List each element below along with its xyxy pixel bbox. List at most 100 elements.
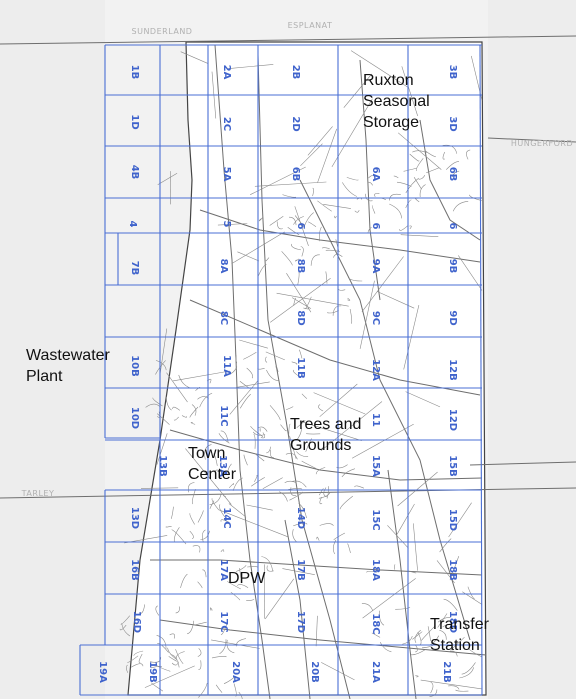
facility-label-line: Wastewater (26, 347, 110, 364)
local-street (218, 509, 289, 538)
local-street (190, 422, 196, 425)
local-street (220, 549, 225, 552)
local-street (269, 215, 284, 226)
local-street (303, 212, 314, 228)
grid-tile-label: 19B (147, 661, 158, 683)
local-street (379, 641, 392, 653)
local-street (455, 689, 469, 692)
grid-tile-label: 2D (290, 116, 301, 131)
local-street (347, 543, 351, 553)
local-street (282, 568, 315, 575)
grid-tile-label: 5 (221, 221, 232, 228)
local-street (175, 651, 185, 659)
facility-label-trees: Trees and Grounds (290, 414, 361, 456)
local-street (192, 488, 196, 505)
local-street (400, 234, 439, 237)
grid-tile-label: 21A (370, 661, 381, 683)
grid-tile-label: 8D (295, 310, 306, 325)
grid-tile-label: 6A (370, 167, 381, 182)
grid-tile-label: 12B (447, 359, 458, 381)
local-street (254, 181, 327, 187)
local-street (366, 571, 378, 573)
local-street (339, 495, 353, 510)
local-street (235, 565, 247, 572)
local-street (396, 503, 415, 535)
facility-label-line: Center (188, 466, 237, 483)
local-street (266, 369, 279, 381)
local-street (342, 182, 358, 197)
local-street (265, 351, 285, 361)
local-street (326, 486, 329, 499)
local-street (246, 599, 255, 601)
local-street (291, 243, 301, 251)
grid-tile-label: 14C (221, 507, 232, 528)
local-street (410, 649, 426, 656)
local-street (144, 665, 195, 688)
local-street (227, 463, 232, 476)
local-street (343, 73, 372, 108)
local-street (331, 98, 373, 168)
local-street (237, 251, 260, 262)
local-street (368, 175, 376, 179)
grid-tile-label: 13A (217, 455, 228, 477)
local-street (325, 271, 328, 284)
grid-tile-label: 12A (370, 359, 381, 381)
local-street (197, 581, 203, 589)
local-street (405, 391, 441, 408)
local-street (282, 194, 297, 198)
local-street (319, 496, 323, 505)
local-street (437, 613, 448, 628)
local-street (315, 615, 318, 647)
local-street (402, 636, 413, 645)
facility-label-line: Station (430, 637, 480, 654)
local-street (151, 682, 164, 692)
local-street (226, 639, 235, 654)
local-street (439, 629, 447, 640)
grid-tile-label: 16D (131, 611, 142, 633)
grid-tile-label: 15B (447, 455, 458, 477)
local-street (165, 526, 172, 528)
local-street (251, 477, 265, 487)
local-street (262, 477, 283, 490)
local-street (155, 605, 160, 616)
local-street (204, 444, 212, 460)
local-street (120, 615, 131, 625)
facility-label-line: Town (188, 445, 226, 462)
local-street (409, 225, 412, 229)
local-street (292, 529, 297, 543)
local-street (449, 650, 458, 657)
local-street (236, 381, 270, 388)
local-street (225, 366, 238, 375)
local-street (296, 451, 309, 458)
local-street (387, 525, 409, 549)
facility-label-line: Transfer (430, 616, 489, 633)
grid-tile-label: 9A (370, 259, 381, 274)
grid-tile-label: 4B (129, 165, 140, 180)
grid-tile-label: 10B (129, 355, 140, 377)
facility-label-line: Trees and (290, 416, 362, 433)
grid-tile-label: 3D (447, 116, 458, 131)
local-street (270, 278, 331, 323)
local-street (341, 468, 355, 478)
local-street (362, 578, 416, 619)
grid-tile-label: 2B (290, 65, 301, 80)
grid-tile-label: 16B (129, 559, 140, 581)
grid-tile-label: 18B (447, 559, 458, 581)
local-street (156, 635, 167, 649)
local-street (350, 50, 408, 88)
local-street (332, 305, 342, 316)
facility-label-town: Town Center (188, 443, 236, 485)
grid-tile-label: 17A (218, 559, 229, 581)
local-street (430, 681, 434, 694)
local-street (371, 205, 376, 214)
local-street (189, 406, 199, 418)
road-label: ESPLANAT (288, 21, 333, 30)
local-street (371, 632, 381, 638)
grid-tile-label: 17B (295, 559, 306, 581)
grid-tile-label: 2A (221, 65, 232, 80)
local-street (288, 423, 291, 435)
local-street (415, 675, 419, 678)
local-street (323, 204, 351, 209)
local-street (200, 530, 210, 540)
local-street (243, 454, 248, 466)
